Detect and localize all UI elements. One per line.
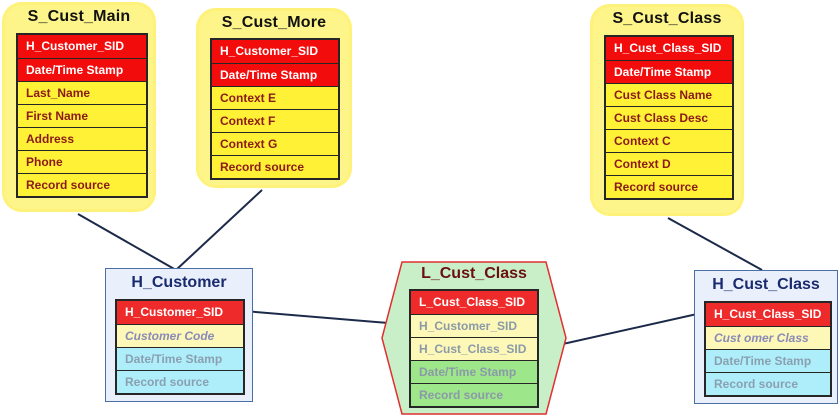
s-cust-main-row: Address xyxy=(18,127,146,150)
connector-h-customer-to-link xyxy=(243,310,413,326)
l-cust-class-link: L_Cust_Class L_Cust_Class_SID H_Customer… xyxy=(380,260,568,416)
s-cust-main-row: Record source xyxy=(18,173,146,196)
s-cust-class-row: H_Cust_Class_SID xyxy=(606,37,732,60)
h-customer-title: H_Customer xyxy=(131,274,227,291)
h-customer-hub: H_Customer H_Customer_SID Customer Code … xyxy=(105,268,253,402)
s-cust-main-title: S_Cust_Main xyxy=(27,8,131,25)
s-cust-more-row: H_Customer_SID xyxy=(212,40,338,63)
s-cust-more-title: S_Cust_More xyxy=(221,14,327,31)
s-cust-more-table: H_Customer_SID Date/Time Stamp Context E… xyxy=(210,38,340,180)
h-cust-class-title: H_Cust_Class xyxy=(712,276,820,293)
h-cust-class-row: H_Cust_Class_SID xyxy=(706,303,830,326)
s-cust-more-row: Context F xyxy=(212,109,338,132)
s-cust-more-row: Date/Time Stamp xyxy=(212,63,338,86)
s-cust-main-row: First Name xyxy=(18,104,146,127)
s-cust-class-row: Context C xyxy=(606,129,732,152)
s-cust-class-row: Record source xyxy=(606,175,732,198)
h-cust-class-row: Record source xyxy=(706,372,830,395)
s-cust-class-row: Context D xyxy=(606,152,732,175)
s-cust-main-row: Date/Time Stamp xyxy=(18,58,146,81)
l-cust-class-row: L_Cust_Class_SID xyxy=(411,291,537,314)
h-customer-row: Record source xyxy=(117,370,243,393)
s-cust-main-row: Phone xyxy=(18,150,146,173)
s-cust-class-row: Date/Time Stamp xyxy=(606,60,732,83)
l-cust-class-row: H_Customer_SID xyxy=(411,314,537,337)
s-cust-main-table: H_Customer_SID Date/Time Stamp Last_Name… xyxy=(16,33,148,198)
l-cust-class-title: L_Cust_Class xyxy=(421,265,527,282)
h-customer-table: H_Customer_SID Customer Code Date/Time S… xyxy=(115,299,245,395)
s-cust-main-row: Last_Name xyxy=(18,81,146,104)
s-cust-more-row: Context G xyxy=(212,132,338,155)
s-cust-main-row: H_Customer_SID xyxy=(18,35,146,58)
connector-class-sat-to-h-cust-class xyxy=(667,217,763,271)
connector-main-to-h-customer xyxy=(77,213,177,271)
h-customer-row: H_Customer_SID xyxy=(117,301,243,324)
l-cust-class-row: Record source xyxy=(411,383,537,406)
s-cust-class-satellite: S_Cust_Class H_Cust_Class_SID Date/Time … xyxy=(590,4,744,216)
s-cust-class-row: Cust Class Name xyxy=(606,83,732,106)
connector-more-to-h-customer xyxy=(175,189,263,271)
h-customer-row: Customer Code xyxy=(117,324,243,347)
h-cust-class-row: Date/Time Stamp xyxy=(706,349,830,372)
l-cust-class-row: Date/Time Stamp xyxy=(411,360,537,383)
s-cust-more-satellite: S_Cust_More H_Customer_SID Date/Time Sta… xyxy=(196,8,352,188)
s-cust-class-title: S_Cust_Class xyxy=(612,10,722,27)
s-cust-more-row: Record source xyxy=(212,155,338,178)
s-cust-more-row: Context E xyxy=(212,86,338,109)
s-cust-class-table: H_Cust_Class_SID Date/Time Stamp Cust Cl… xyxy=(604,35,734,200)
s-cust-main-satellite: S_Cust_Main H_Customer_SID Date/Time Sta… xyxy=(2,2,156,212)
h-cust-class-row: Cust omer Class xyxy=(706,326,830,349)
l-cust-class-table: L_Cust_Class_SID H_Customer_SID H_Cust_C… xyxy=(409,289,539,408)
h-customer-row: Date/Time Stamp xyxy=(117,347,243,370)
h-cust-class-table: H_Cust_Class_SID Cust omer Class Date/Ti… xyxy=(704,301,832,397)
h-cust-class-hub: H_Cust_Class H_Cust_Class_SID Cust omer … xyxy=(694,270,838,404)
l-cust-class-row: H_Cust_Class_SID xyxy=(411,337,537,360)
s-cust-class-row: Cust Class Desc xyxy=(606,106,732,129)
